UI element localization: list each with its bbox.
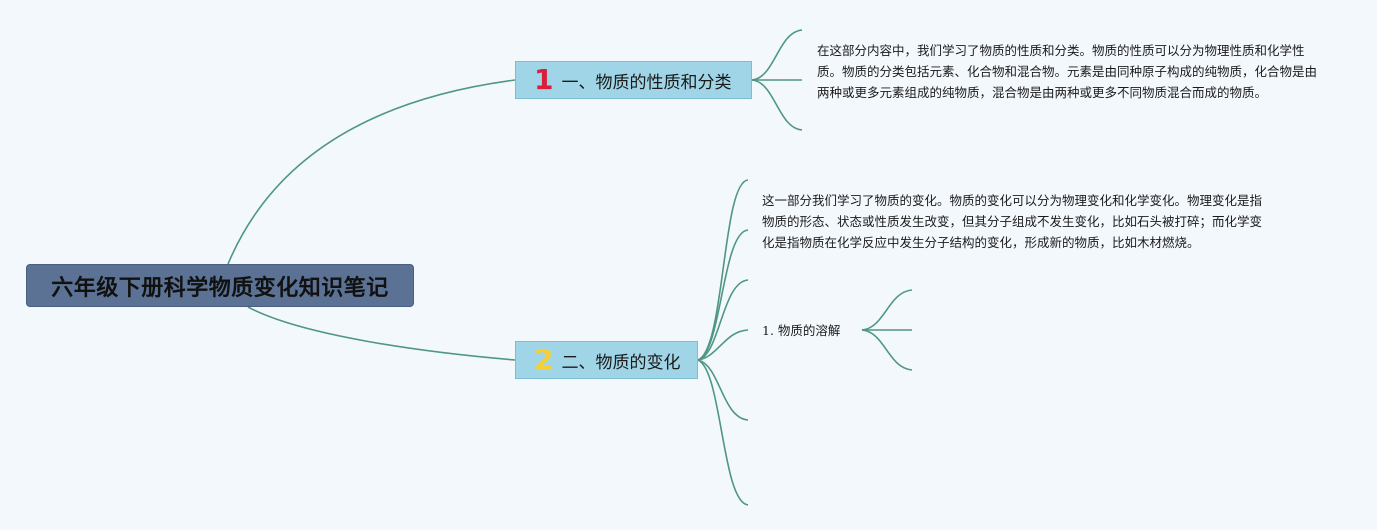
connector-b2-leaf-2 [697, 229, 749, 361]
subtopic-dissolution[interactable]: 1. 物质的溶解 [762, 323, 841, 338]
number-badge-2-icon: 2 [534, 343, 554, 376]
connector-b1-leaf-bottom [751, 79, 803, 131]
number-badge-1-icon: 1 [534, 63, 554, 96]
connector-root-branch1 [227, 79, 516, 265]
connector-b2-leaf-4 [697, 329, 749, 361]
branch-2-note: 这一部分我们学习了物质的变化。物质的变化可以分为物理变化和化学变化。物理变化是指… [762, 193, 1263, 250]
branch-topic-2-label: 二、物质的变化 [561, 352, 681, 373]
connector-b2-leaf-3 [697, 279, 749, 361]
branch-topic-2[interactable]: 2 二、物质的变化 [515, 341, 698, 379]
connector-dissolve-bottom [861, 329, 913, 371]
root-topic-label: 六年级下册科学物质变化知识笔记 [51, 275, 389, 301]
connector-b2-leaf-1 [697, 179, 749, 361]
connector-b2-leaf-6 [697, 359, 749, 506]
root-topic[interactable]: 六年级下册科学物质变化知识笔记 [26, 264, 414, 307]
branch-topic-1[interactable]: 1 一、物质的性质和分类 [515, 61, 752, 99]
connector-dissolve-top [861, 289, 913, 331]
connector-root-branch2 [247, 306, 516, 361]
connector-b1-leaf-top [751, 29, 803, 81]
branch-topic-1-label: 一、物质的性质和分类 [561, 72, 732, 93]
connector-b2-leaf-5 [697, 359, 749, 421]
branch-1-note: 在这部分内容中，我们学习了物质的性质和分类。物质的性质可以分为物理性质和化学性质… [817, 43, 1318, 100]
